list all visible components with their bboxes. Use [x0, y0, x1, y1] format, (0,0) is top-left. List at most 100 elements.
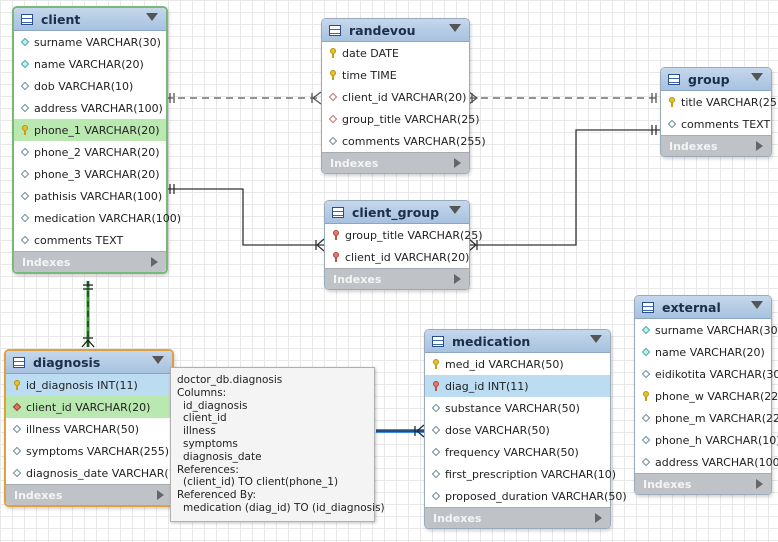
column-label: symptoms VARCHAR(255) — [26, 444, 170, 458]
column-row[interactable]: title VARCHAR(25) — [661, 91, 778, 113]
expand-arrow-icon[interactable] — [595, 513, 602, 523]
indexes-section[interactable]: Indexes — [322, 152, 469, 173]
indexes-section[interactable]: Indexes — [661, 135, 771, 156]
column-row[interactable]: symptoms VARCHAR(255) — [6, 440, 172, 462]
column-diamond-icon — [20, 147, 30, 157]
column-diamond-icon — [641, 457, 651, 467]
column-row[interactable]: address VARCHAR(100) — [635, 451, 778, 473]
column-label: phone_1 VARCHAR(20) — [34, 123, 160, 137]
table-header[interactable]: randevou — [322, 19, 469, 42]
column-label: eidikotita VARCHAR(30) — [655, 367, 778, 381]
table-group[interactable]: group title VARCHAR(25) comments TEXT In… — [660, 67, 778, 157]
column-row[interactable]: dose VARCHAR(50) — [425, 419, 610, 441]
column-label: dose VARCHAR(50) — [445, 423, 550, 437]
column-row[interactable]: medication VARCHAR(100) — [14, 207, 181, 229]
column-row[interactable]: diag_id INT(11) — [425, 375, 610, 397]
column-row[interactable]: substance VARCHAR(50) — [425, 397, 610, 419]
collapse-arrow-icon[interactable] — [152, 356, 164, 364]
expand-arrow-icon[interactable] — [454, 274, 461, 284]
column-diamond-icon — [12, 424, 22, 434]
indexes-section[interactable]: Indexes — [14, 251, 166, 272]
column-row[interactable]: comments TEXT — [661, 113, 771, 135]
table-header[interactable]: diagnosis — [6, 351, 172, 374]
indexes-label: Indexes — [22, 255, 71, 269]
indexes-label: Indexes — [333, 272, 382, 286]
column-label: group_title VARCHAR(25) — [342, 112, 480, 126]
column-row[interactable]: name VARCHAR(20) — [14, 53, 166, 75]
collapse-arrow-icon[interactable] — [449, 24, 461, 32]
column-diamond-icon — [641, 435, 651, 445]
column-row[interactable]: surname VARCHAR(30) — [14, 31, 166, 53]
expand-arrow-icon[interactable] — [454, 158, 461, 168]
column-row[interactable]: first_prescription VARCHAR(10) — [425, 463, 616, 485]
table-header[interactable]: client — [14, 8, 166, 31]
indexes-section[interactable]: Indexes — [6, 484, 172, 505]
column-row[interactable]: surname VARCHAR(30) — [635, 319, 778, 341]
collapse-arrow-icon[interactable] — [751, 73, 763, 81]
tooltip-line: Referenced By: — [177, 489, 257, 502]
expand-arrow-icon[interactable] — [151, 257, 158, 267]
table-icon — [668, 73, 680, 85]
collapse-arrow-icon[interactable] — [449, 206, 461, 214]
column-row[interactable]: client_id VARCHAR(20) — [6, 396, 172, 418]
column-row[interactable]: med_id VARCHAR(50) — [425, 353, 610, 375]
column-diamond-icon — [641, 347, 651, 357]
column-label: name VARCHAR(20) — [655, 345, 765, 359]
table-external[interactable]: external surname VARCHAR(30) name VARCHA… — [634, 295, 778, 495]
column-label: phone_h VARCHAR(10) — [655, 433, 778, 447]
table-name: group — [688, 71, 730, 87]
expand-arrow-icon[interactable] — [157, 490, 164, 500]
column-label: title VARCHAR(25) — [681, 95, 778, 109]
table-medication[interactable]: medication med_id VARCHAR(50) diag_id IN… — [424, 329, 627, 529]
indexes-section[interactable]: Indexes — [635, 473, 771, 494]
column-row[interactable]: pathisis VARCHAR(100) — [14, 185, 166, 207]
column-row[interactable]: group_title VARCHAR(25) — [322, 108, 480, 130]
column-row[interactable]: address VARCHAR(100) — [14, 97, 166, 119]
table-header[interactable]: group — [661, 68, 771, 91]
column-row[interactable]: phone_3 VARCHAR(20) — [14, 163, 166, 185]
column-row[interactable]: date DATE — [322, 42, 469, 64]
column-row[interactable]: phone_w VARCHAR(22) — [635, 385, 778, 407]
table-header[interactable]: client_group — [325, 201, 469, 224]
column-row[interactable]: client_id VARCHAR(20) — [325, 246, 469, 268]
column-row[interactable]: comments VARCHAR(255) — [322, 130, 486, 152]
table-diagnosis[interactable]: diagnosis id_diagnosis INT(11) client_id… — [4, 349, 187, 507]
column-row[interactable]: diagnosis_date VARCHAR(10) — [6, 462, 187, 484]
column-row[interactable]: id_diagnosis INT(11) — [6, 374, 172, 396]
column-diamond-icon — [641, 369, 651, 379]
expand-arrow-icon[interactable] — [756, 141, 763, 151]
column-label: client_id VARCHAR(20) — [342, 90, 467, 104]
column-row[interactable]: illness VARCHAR(50) — [6, 418, 172, 440]
table-client-group[interactable]: client_group group_title VARCHAR(25) cli… — [324, 200, 483, 290]
column-label: client_id VARCHAR(20) — [26, 400, 151, 414]
table-client[interactable]: client surname VARCHAR(30) name VARCHAR(… — [12, 6, 181, 274]
column-diamond-icon — [641, 325, 651, 335]
column-row[interactable]: dob VARCHAR(10) — [14, 75, 166, 97]
column-label: comments TEXT — [34, 233, 124, 247]
primary-key-icon — [667, 97, 677, 107]
collapse-arrow-icon[interactable] — [751, 301, 763, 309]
table-header[interactable]: external — [635, 296, 771, 319]
indexes-section[interactable]: Indexes — [425, 507, 610, 528]
column-row[interactable]: proposed_duration VARCHAR(50) — [425, 485, 627, 507]
column-row[interactable]: frequency VARCHAR(50) — [425, 441, 610, 463]
column-row[interactable]: time TIME — [322, 64, 469, 86]
column-row[interactable]: comments TEXT — [14, 229, 166, 251]
column-row[interactable]: phone_h VARCHAR(10) — [635, 429, 778, 451]
foreign-key-diamond-icon — [328, 114, 338, 124]
column-row[interactable]: group_title VARCHAR(25) — [325, 224, 483, 246]
column-row[interactable]: phone_1 VARCHAR(20) — [14, 119, 166, 141]
column-row[interactable]: client_id VARCHAR(20) — [322, 86, 469, 108]
expand-arrow-icon[interactable] — [756, 479, 763, 489]
column-row[interactable]: eidikotita VARCHAR(30) — [635, 363, 778, 385]
table-header[interactable]: medication — [425, 330, 610, 353]
table-randevou[interactable]: randevou date DATE time TIME client_id V… — [321, 18, 486, 174]
collapse-arrow-icon[interactable] — [590, 335, 602, 343]
column-diamond-icon — [20, 213, 30, 223]
indexes-section[interactable]: Indexes — [325, 268, 469, 289]
table-icon — [432, 335, 444, 347]
column-row[interactable]: phone_2 VARCHAR(20) — [14, 141, 166, 163]
collapse-arrow-icon[interactable] — [146, 13, 158, 21]
column-row[interactable]: name VARCHAR(20) — [635, 341, 771, 363]
column-row[interactable]: phone_m VARCHAR(22) — [635, 407, 778, 429]
